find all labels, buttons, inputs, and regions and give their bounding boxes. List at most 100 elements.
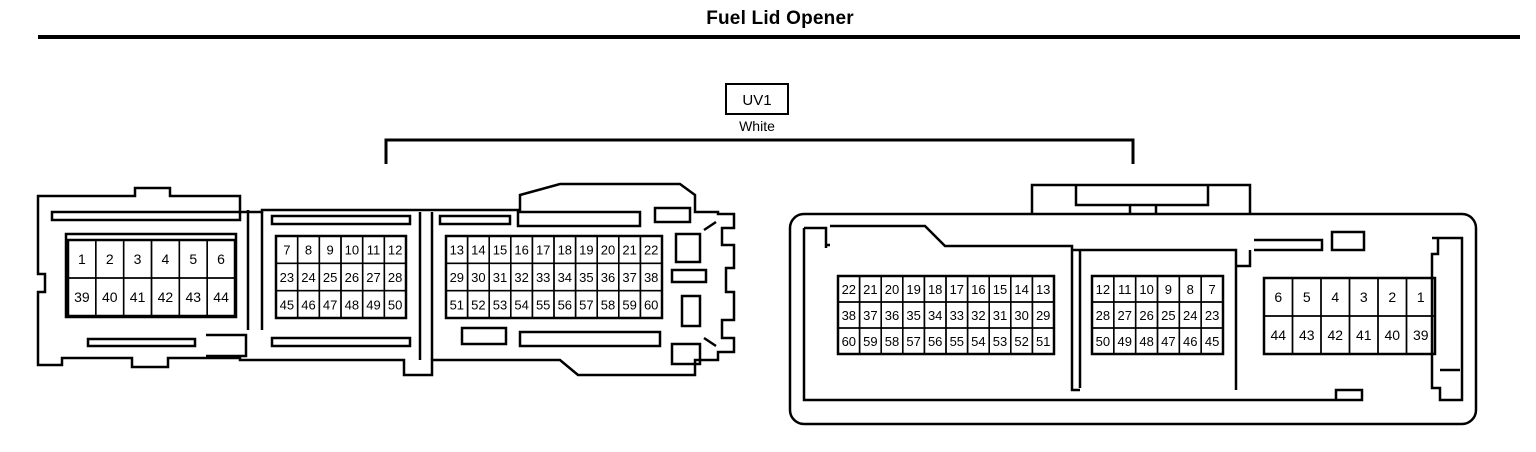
pin-number: 43 [1299, 327, 1315, 343]
pin-number: 44 [213, 289, 229, 305]
pin-number: 47 [323, 297, 337, 312]
pin-number: 54 [971, 334, 985, 349]
pin-number: 41 [1356, 327, 1372, 343]
pin-number: 21 [622, 243, 636, 258]
pin-number: 45 [1205, 334, 1219, 349]
pin-number: 50 [1096, 334, 1110, 349]
pin-number: 22 [644, 243, 658, 258]
pin-number: 41 [130, 289, 146, 305]
pin-cell [206, 277, 236, 317]
pin-number: 14 [471, 243, 485, 258]
connector-bracket [384, 138, 1135, 164]
pin-number: 38 [842, 308, 856, 323]
pin-number: 22 [842, 282, 856, 297]
pin-number: 30 [471, 270, 485, 285]
pin-number: 20 [601, 243, 615, 258]
pin-number: 6 [1274, 289, 1282, 305]
pin-number: 46 [1183, 334, 1197, 349]
pin-number: 7 [1208, 282, 1215, 297]
connector-id: UV1 [742, 92, 771, 109]
pin-cell [1031, 327, 1055, 355]
pin-number: 26 [1139, 308, 1153, 323]
left-connector-housing [36, 182, 736, 377]
pin-number: 31 [493, 270, 507, 285]
diagram-title: Fuel Lid Opener [706, 8, 854, 29]
pin-number: 36 [885, 308, 899, 323]
pin-number: 38 [644, 270, 658, 285]
pin-number: 19 [906, 282, 920, 297]
pin-number: 49 [366, 297, 380, 312]
pin-number: 47 [1161, 334, 1175, 349]
pin-number: 53 [493, 297, 507, 312]
pin-number: 20 [885, 282, 899, 297]
pin-number: 40 [102, 289, 118, 305]
pin-number: 39 [74, 289, 90, 305]
pin-number: 49 [1118, 334, 1132, 349]
pin-number: 53 [993, 334, 1007, 349]
pin-number: 55 [950, 334, 964, 349]
pin-number: 52 [471, 297, 485, 312]
pin-number: 34 [558, 270, 572, 285]
pin-number: 5 [1303, 289, 1311, 305]
pin-number: 48 [1139, 334, 1153, 349]
pin-cell [1200, 327, 1224, 355]
pin-number: 12 [1096, 282, 1110, 297]
pin-number: 15 [993, 282, 1007, 297]
pin-number: 17 [536, 243, 550, 258]
pin-cell [639, 289, 663, 319]
pin-number: 13 [450, 243, 464, 258]
pin-number: 10 [1139, 282, 1153, 297]
pin-number: 31 [993, 308, 1007, 323]
pin-number: 11 [1118, 282, 1132, 297]
pin-number: 9 [327, 243, 334, 258]
pin-number: 25 [1161, 308, 1175, 323]
pin-number: 59 [863, 334, 877, 349]
pin-number: 32 [971, 308, 985, 323]
pin-number: 58 [885, 334, 899, 349]
pin-number: 30 [1014, 308, 1028, 323]
pin-number: 51 [1036, 334, 1050, 349]
pin-number: 27 [366, 270, 380, 285]
pin-number: 1 [78, 251, 86, 267]
pin-number: 40 [1384, 327, 1400, 343]
pin-number: 18 [928, 282, 942, 297]
pin-number: 52 [1014, 334, 1028, 349]
pin-number: 37 [863, 308, 877, 323]
connector-color: White [739, 118, 775, 134]
pin-number: 48 [345, 297, 359, 312]
pin-number: 10 [345, 243, 359, 258]
pin-number: 33 [536, 270, 550, 285]
pin-number: 13 [1036, 282, 1050, 297]
pin-number: 14 [1014, 282, 1028, 297]
pin-number: 24 [301, 270, 315, 285]
pin-number: 23 [280, 270, 294, 285]
pin-number: 60 [842, 334, 856, 349]
connector-id-box [725, 83, 789, 115]
pin-number: 34 [928, 308, 942, 323]
pin-number: 3 [1360, 289, 1368, 305]
pin-number: 42 [158, 289, 174, 305]
pin-number: 18 [558, 243, 572, 258]
pin-number: 35 [906, 308, 920, 323]
pin-number: 27 [1118, 308, 1132, 323]
pin-number: 50 [388, 297, 402, 312]
pin-number: 54 [514, 297, 528, 312]
pin-number: 45 [280, 297, 294, 312]
pin-number: 37 [622, 270, 636, 285]
pin-number: 23 [1205, 308, 1219, 323]
pin-number: 16 [514, 243, 528, 258]
pin-number: 19 [579, 243, 593, 258]
pin-number: 5 [189, 251, 197, 267]
pin-number: 9 [1165, 282, 1172, 297]
pin-number: 35 [579, 270, 593, 285]
pin-number: 29 [1036, 308, 1050, 323]
pin-number: 42 [1327, 327, 1343, 343]
pin-number: 6 [217, 251, 225, 267]
pin-number: 56 [558, 297, 572, 312]
right-connector-housing [788, 183, 1478, 426]
pin-number: 1 [1417, 289, 1425, 305]
pin-number: 25 [323, 270, 337, 285]
pin-number: 57 [579, 297, 593, 312]
